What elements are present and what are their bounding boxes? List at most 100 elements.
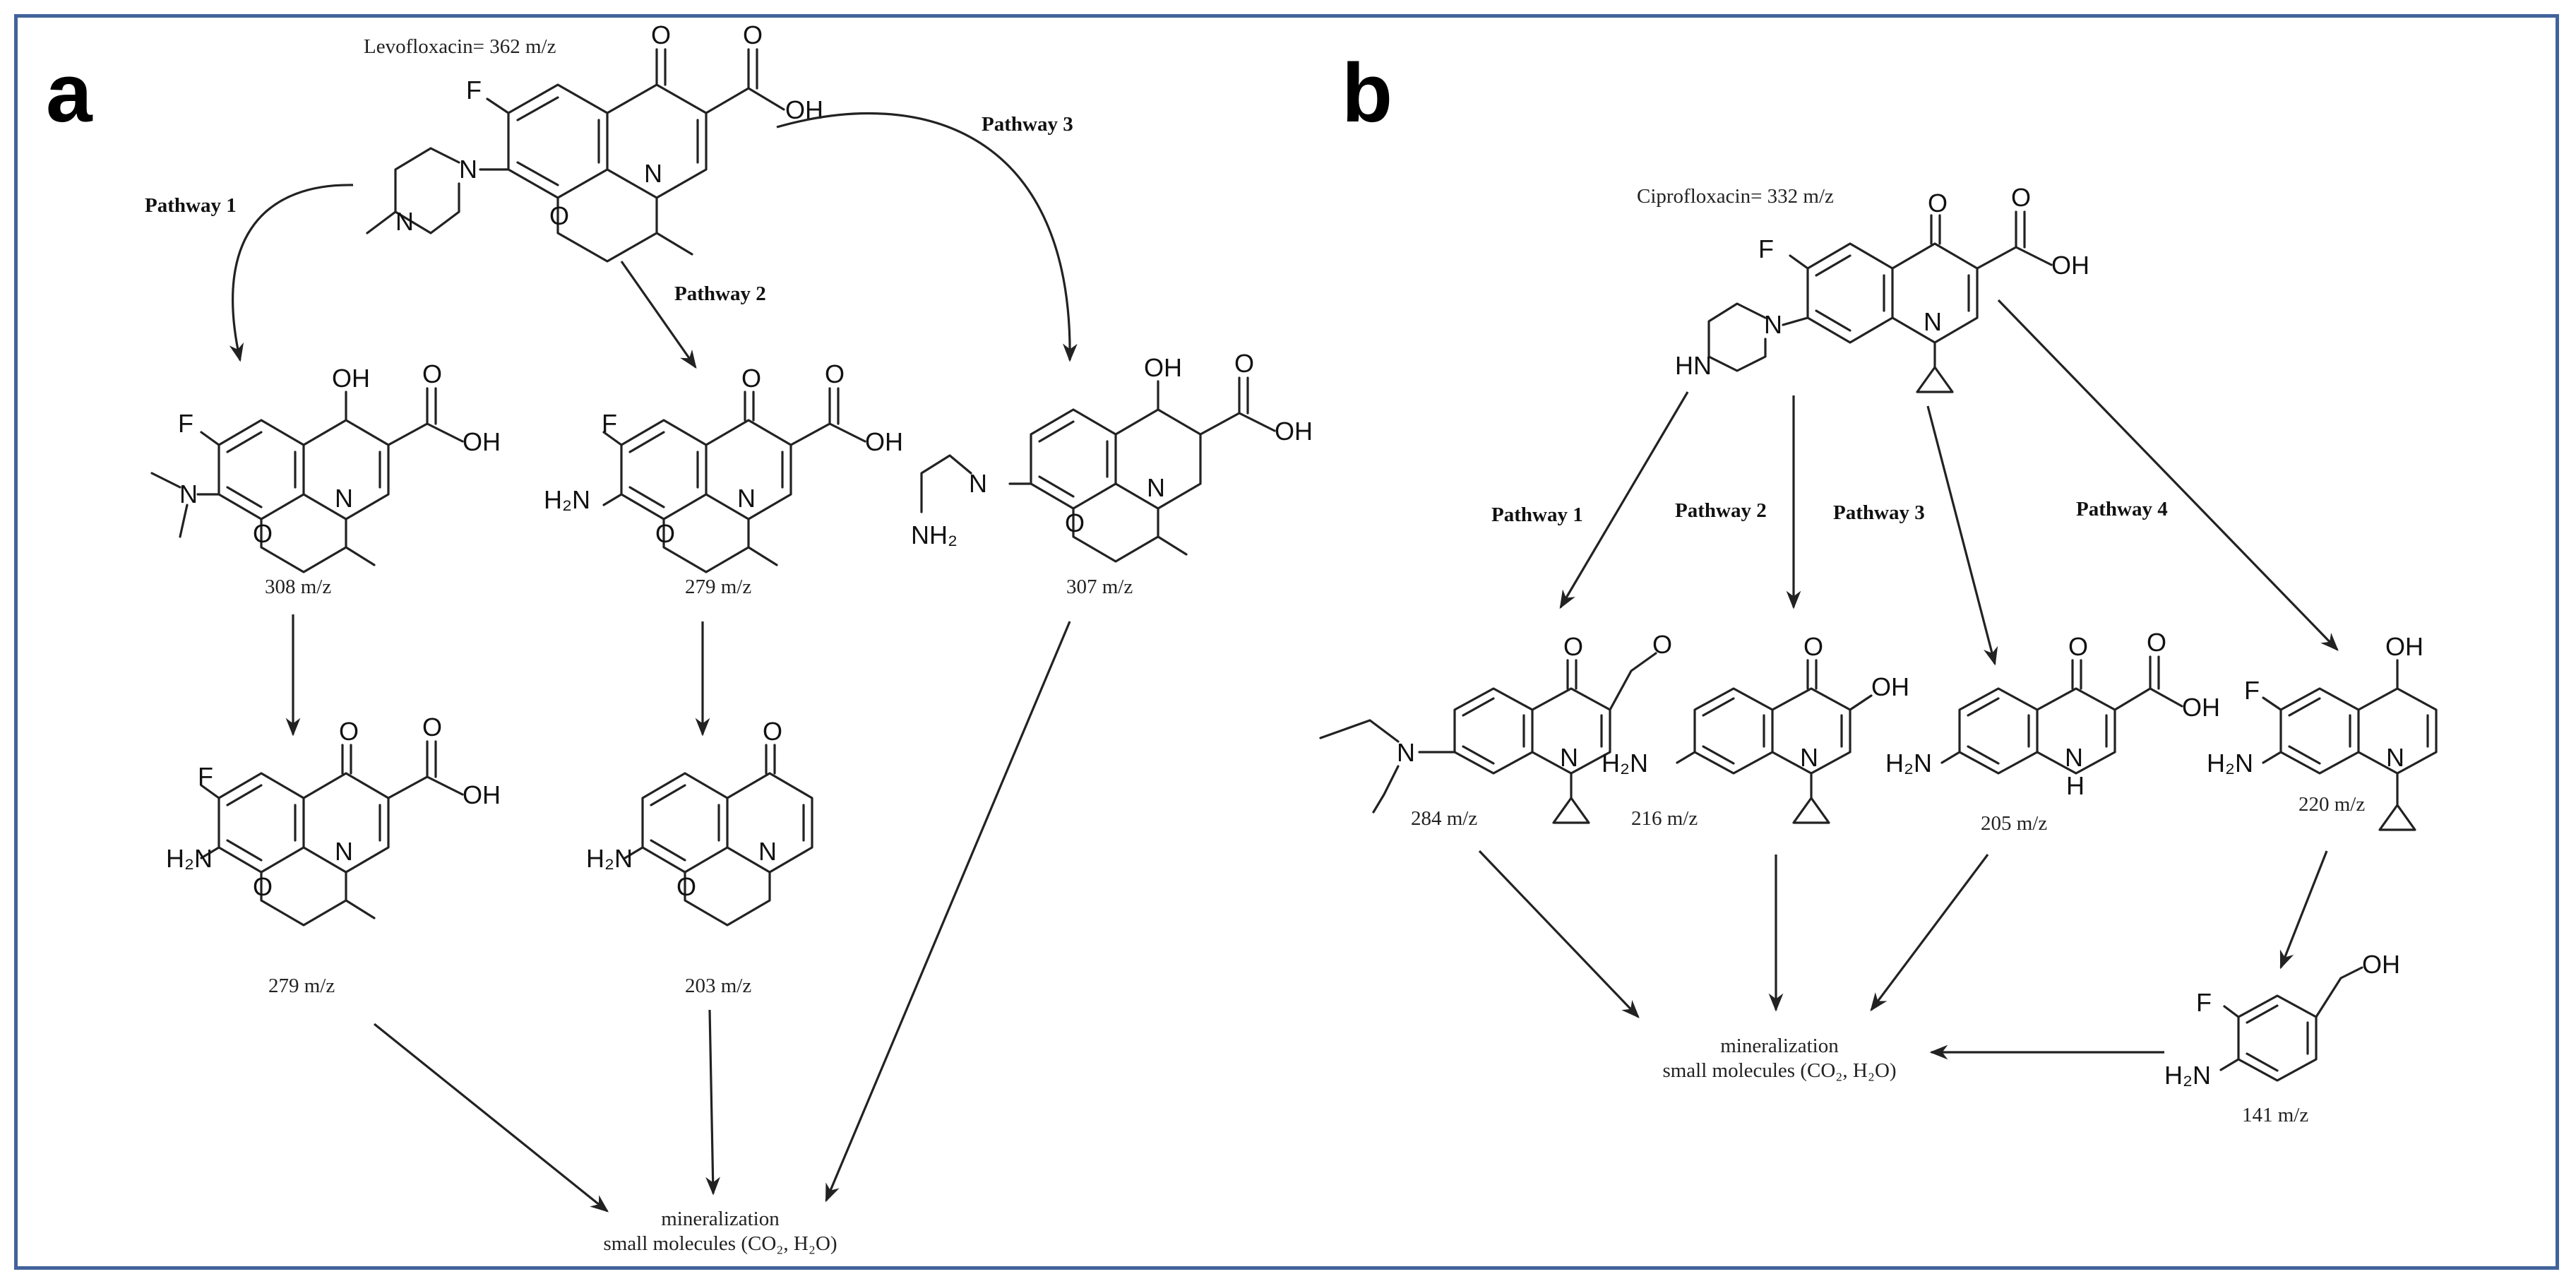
atom-o: O xyxy=(422,359,442,388)
atom-h2n: H₂N xyxy=(544,485,590,514)
atom-n: N xyxy=(737,484,756,513)
atom-o: O xyxy=(549,201,569,230)
atom-n: N xyxy=(1924,307,1942,336)
atom-o: O xyxy=(741,364,761,393)
atom-o: O xyxy=(676,872,696,901)
atom-o: O xyxy=(1803,632,1823,661)
product-b-216: O OH N H₂N 216 m/z xyxy=(1602,632,1909,830)
atom-o: O xyxy=(1065,508,1085,537)
mz-label: 284 m/z xyxy=(1411,807,1477,830)
mineralization-label-b: mineralization xyxy=(1720,1035,1839,1057)
atom-o: O xyxy=(253,872,273,901)
atom-o: O xyxy=(651,20,671,49)
atom-nh2: NH₂ xyxy=(911,520,958,549)
panel-a: a Levofloxacin= 362 m/z O O OH F O N xyxy=(46,20,1313,1255)
atom-h2n: H₂N xyxy=(1885,749,1932,778)
atom-n: N xyxy=(335,484,353,513)
atom-o: O xyxy=(1234,349,1254,378)
levofloxacin-label: Levofloxacin= 362 m/z xyxy=(364,35,556,58)
atom-o: O xyxy=(2068,632,2088,661)
atom-o: O xyxy=(1563,632,1583,661)
product-a-308: OH O OH F O N N 308 m/z xyxy=(150,359,501,598)
atom-o: O xyxy=(422,713,442,742)
atom-oh: OH xyxy=(463,427,501,456)
atom-f: F xyxy=(198,762,213,791)
levofloxacin-structure: O O OH F O N N N xyxy=(366,20,823,263)
atom-o: O xyxy=(763,717,782,746)
atom-o: O xyxy=(825,359,845,388)
atom-n: N xyxy=(1800,743,1818,772)
atom-h2n: H₂N xyxy=(2207,749,2253,778)
mz-label: 141 m/z xyxy=(2242,1104,2308,1126)
atom-h2n: H₂N xyxy=(2164,1061,2211,1090)
panel-letter-a: a xyxy=(46,47,93,140)
atom-h2n: H₂N xyxy=(586,844,633,873)
mz-label: 203 m/z xyxy=(685,975,751,997)
atom-o: O xyxy=(1928,189,1948,218)
atom-n: N xyxy=(2386,743,2404,772)
panel-letter-b: b xyxy=(1342,47,1393,140)
atom-oh: OH xyxy=(1871,672,1909,701)
product-b-220: OH F N H₂N 220 m/z xyxy=(2207,632,2438,831)
atom-o: O xyxy=(2011,183,2031,212)
pathway-a-1: Pathway 1 xyxy=(145,194,237,217)
atom-hn: HN xyxy=(1675,351,1712,380)
atom-n: N xyxy=(758,837,777,866)
atom-o: O xyxy=(743,20,763,49)
atom-o: O xyxy=(655,519,675,548)
atom-f: F xyxy=(2244,676,2260,705)
atom-oh: OH xyxy=(463,780,501,809)
ciprofloxacin-structure: O O OH F N N HN xyxy=(1675,183,2089,393)
atom-n: N xyxy=(1764,310,1782,339)
atom-o: O xyxy=(1652,630,1672,659)
ciprofloxacin-label: Ciprofloxacin= 332 m/z xyxy=(1637,185,1834,208)
figure-frame xyxy=(14,14,2559,1270)
atom-o: O xyxy=(2147,628,2166,657)
product-a-203: O O N H₂N 203 m/z xyxy=(586,717,813,997)
atom-n: N xyxy=(179,480,198,508)
atom-oh: OH xyxy=(2051,251,2089,280)
mz-label: 220 m/z xyxy=(2298,793,2365,816)
product-b-205: O O OH N H H₂N 205 m/z xyxy=(1885,628,2220,835)
atom-n: N xyxy=(459,155,477,184)
small-molecules-label-a: small molecules (CO₂, H₂O) xyxy=(603,1232,837,1255)
product-b-141: OH F H₂N 141 m/z xyxy=(2164,950,2400,1126)
atom-f: F xyxy=(466,76,482,105)
atom-n: N xyxy=(2065,743,2083,772)
panel-b: b Ciprofloxacin= 332 m/z O O OH F N N HN… xyxy=(1319,47,2438,1126)
atom-oh: OH xyxy=(865,427,903,456)
atom-n: N xyxy=(395,207,414,236)
product-a-279-t2: O O OH F O N H₂N 279 m/z xyxy=(166,713,501,997)
product-b-284: O O N N 284 m/z xyxy=(1319,630,1672,830)
mz-label: 308 m/z xyxy=(265,576,331,598)
atom-n: N xyxy=(1397,738,1415,767)
mz-label: 216 m/z xyxy=(1631,807,1698,830)
atom-f: F xyxy=(2196,988,2212,1017)
atom-oh: OH xyxy=(2362,950,2400,979)
atom-n: N xyxy=(1147,473,1165,502)
atom-n: N xyxy=(1560,743,1578,772)
mz-label: 279 m/z xyxy=(268,975,335,997)
product-a-307: OH O OH O N N NH₂ 307 m/z xyxy=(911,349,1313,598)
atom-o: O xyxy=(253,519,273,548)
atom-f: F xyxy=(602,409,617,438)
atom-n: N xyxy=(335,837,353,866)
atom-h: H xyxy=(2066,771,2085,800)
mz-label: 205 m/z xyxy=(1981,812,2047,835)
atom-oh: OH xyxy=(2385,632,2423,661)
atom-oh: OH xyxy=(1275,417,1313,446)
pathway-b-1: Pathway 1 xyxy=(1491,504,1583,526)
atom-f: F xyxy=(1758,234,1774,263)
atom-h2n: H₂N xyxy=(166,844,213,873)
atom-f: F xyxy=(178,409,193,438)
atom-oh: OH xyxy=(2182,693,2220,722)
mz-label: 307 m/z xyxy=(1066,576,1133,598)
product-a-279-p2: O O OH F O N H₂N 279 m/z xyxy=(544,359,903,598)
atom-h2n: H₂N xyxy=(1602,749,1648,778)
pathway-a-2: Pathway 2 xyxy=(674,282,766,305)
pathway-b-3: Pathway 3 xyxy=(1833,501,1925,524)
mz-label: 279 m/z xyxy=(685,576,751,598)
atom-oh: OH xyxy=(332,364,370,393)
atom-oh: OH xyxy=(1144,353,1182,382)
